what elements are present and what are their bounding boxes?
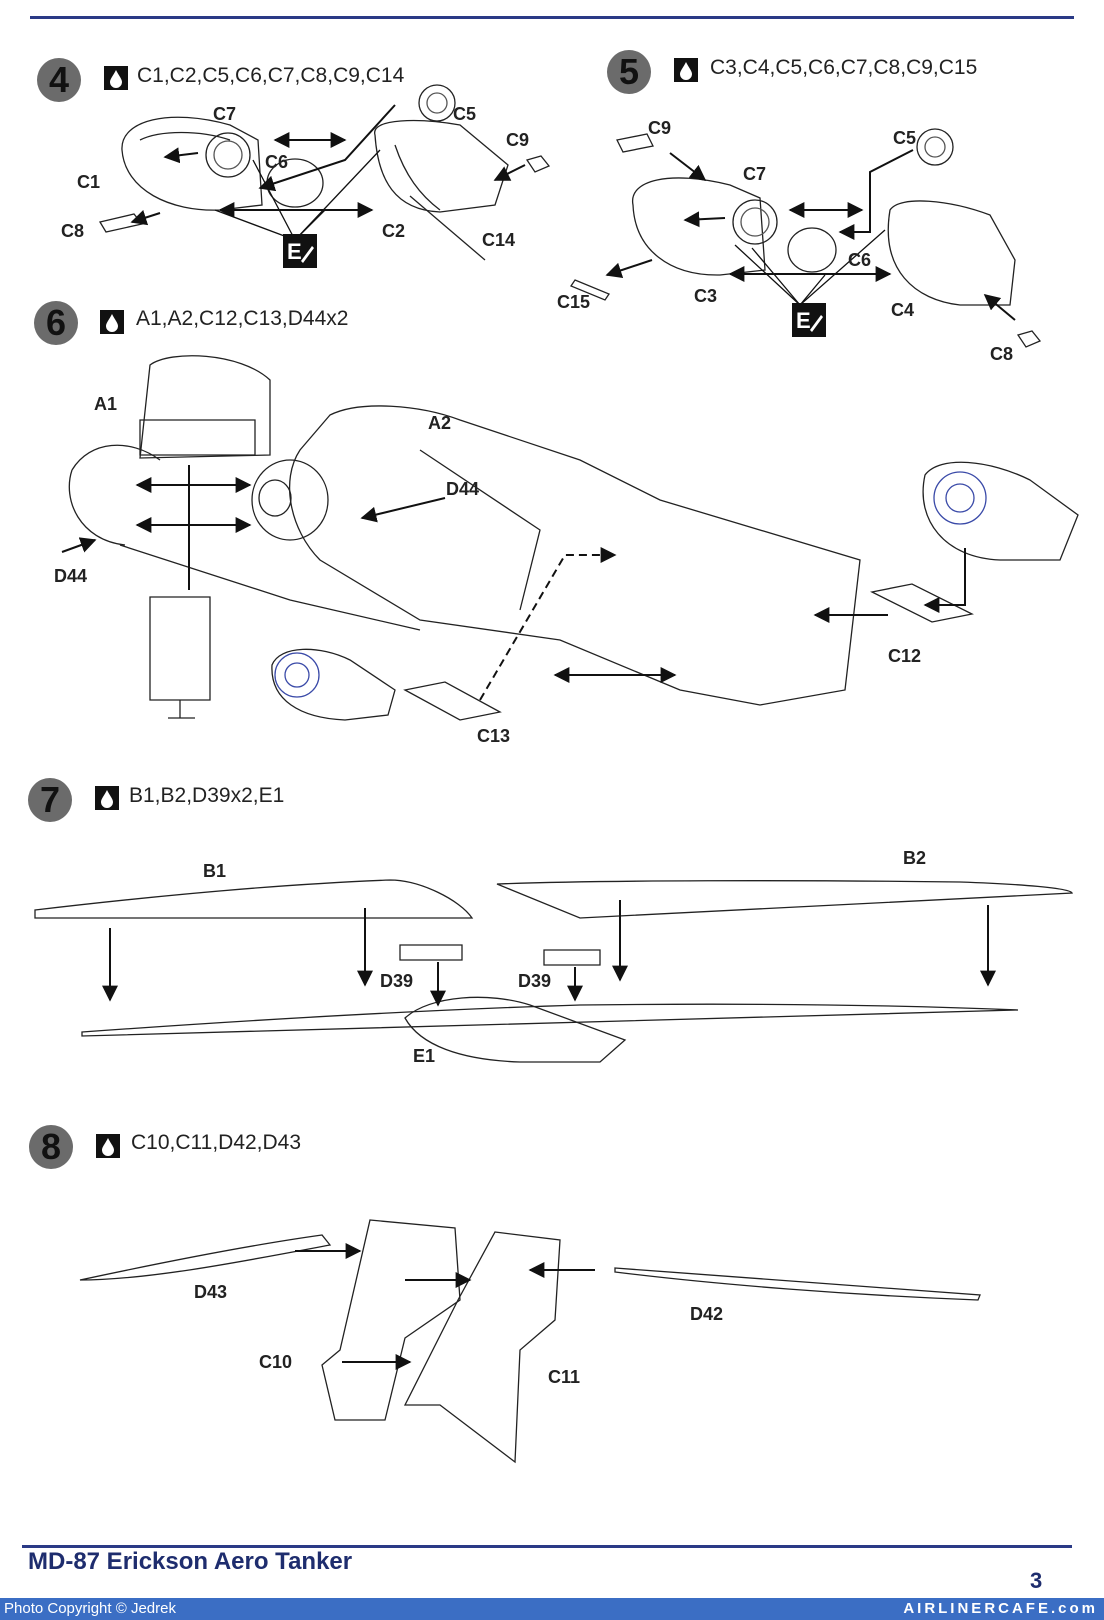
part-label: C5 bbox=[453, 104, 477, 124]
step-5-parts-list: C3,C4,C5,C6,C7,C8,C9,C15 bbox=[710, 56, 978, 79]
glue-drop-icon bbox=[96, 1134, 120, 1158]
step-4-parts-list: C1,C2,C5,C6,C7,C8,C9,C14 bbox=[137, 64, 405, 87]
part-label: C13 bbox=[477, 726, 511, 746]
part-label: C5 bbox=[893, 128, 917, 148]
part-label: C4 bbox=[891, 300, 915, 320]
step-5-badge: 5 bbox=[607, 50, 651, 94]
part-label: C10 bbox=[259, 1352, 293, 1372]
part-label: C9 bbox=[506, 130, 530, 150]
site-watermark: AIRLINERCAFE.com bbox=[903, 1600, 1098, 1617]
part-label: A1 bbox=[94, 394, 118, 414]
step-6-parts-list: A1,A2,C12,C13,D44x2 bbox=[136, 307, 349, 330]
part-label: C2 bbox=[382, 221, 406, 241]
glue-drop-icon bbox=[95, 786, 119, 810]
top-rule bbox=[30, 16, 1074, 19]
part-label: C9 bbox=[648, 118, 672, 138]
part-label: C3 bbox=[694, 286, 718, 306]
part-label: B2 bbox=[903, 848, 927, 868]
step-7-parts-list: B1,B2,D39x2,E1 bbox=[129, 784, 285, 807]
svg-text:E: E bbox=[796, 308, 811, 333]
credit-bar bbox=[0, 1598, 1104, 1620]
step5-art bbox=[570, 128, 1042, 348]
part-label: C11 bbox=[548, 1367, 581, 1387]
part-label: C14 bbox=[482, 230, 516, 250]
step-8-parts-list: C10,C11,D42,D43 bbox=[131, 1131, 302, 1154]
step-7-badge: 7 bbox=[28, 778, 72, 822]
part-label: D39 bbox=[518, 971, 552, 991]
step6-art bbox=[68, 355, 1079, 721]
part-label: E1 bbox=[413, 1046, 436, 1066]
part-label: C6 bbox=[848, 250, 872, 270]
part-label: C7 bbox=[213, 104, 237, 124]
step-8-badge: 8 bbox=[29, 1125, 73, 1169]
part-label: D39 bbox=[380, 971, 414, 991]
part-label: B1 bbox=[203, 861, 227, 881]
step7-art bbox=[34, 879, 1073, 1063]
glue-drop-icon bbox=[104, 66, 128, 90]
part-label: C8 bbox=[61, 221, 85, 241]
part-label: D44 bbox=[54, 566, 88, 586]
part-label: D43 bbox=[194, 1282, 228, 1302]
glue-drop-icon bbox=[100, 310, 124, 334]
part-label: C7 bbox=[743, 164, 767, 184]
step-4-badge: 4 bbox=[37, 58, 81, 102]
footer-rule bbox=[22, 1545, 1072, 1548]
part-label: A2 bbox=[428, 413, 452, 433]
part-label: C12 bbox=[888, 646, 922, 666]
step-6-badge: 6 bbox=[34, 301, 78, 345]
paint-brush-icon: E bbox=[792, 303, 826, 337]
part-label: C15 bbox=[557, 292, 591, 312]
photo-credit: Photo Copyright © Jedrek bbox=[4, 1600, 176, 1617]
paint-brush-icon: E bbox=[283, 234, 317, 268]
part-label: D44 bbox=[446, 479, 480, 499]
part-label: C1 bbox=[77, 172, 101, 192]
document-title: MD-87 Erickson Aero Tanker bbox=[28, 1548, 353, 1575]
part-label: D42 bbox=[690, 1304, 724, 1324]
svg-text:E: E bbox=[287, 239, 302, 264]
page-number: 3 bbox=[1030, 1568, 1043, 1593]
step8-art bbox=[79, 1219, 981, 1464]
glue-drop-icon bbox=[674, 58, 698, 82]
part-label: C8 bbox=[990, 344, 1014, 364]
part-label: C6 bbox=[265, 152, 289, 172]
